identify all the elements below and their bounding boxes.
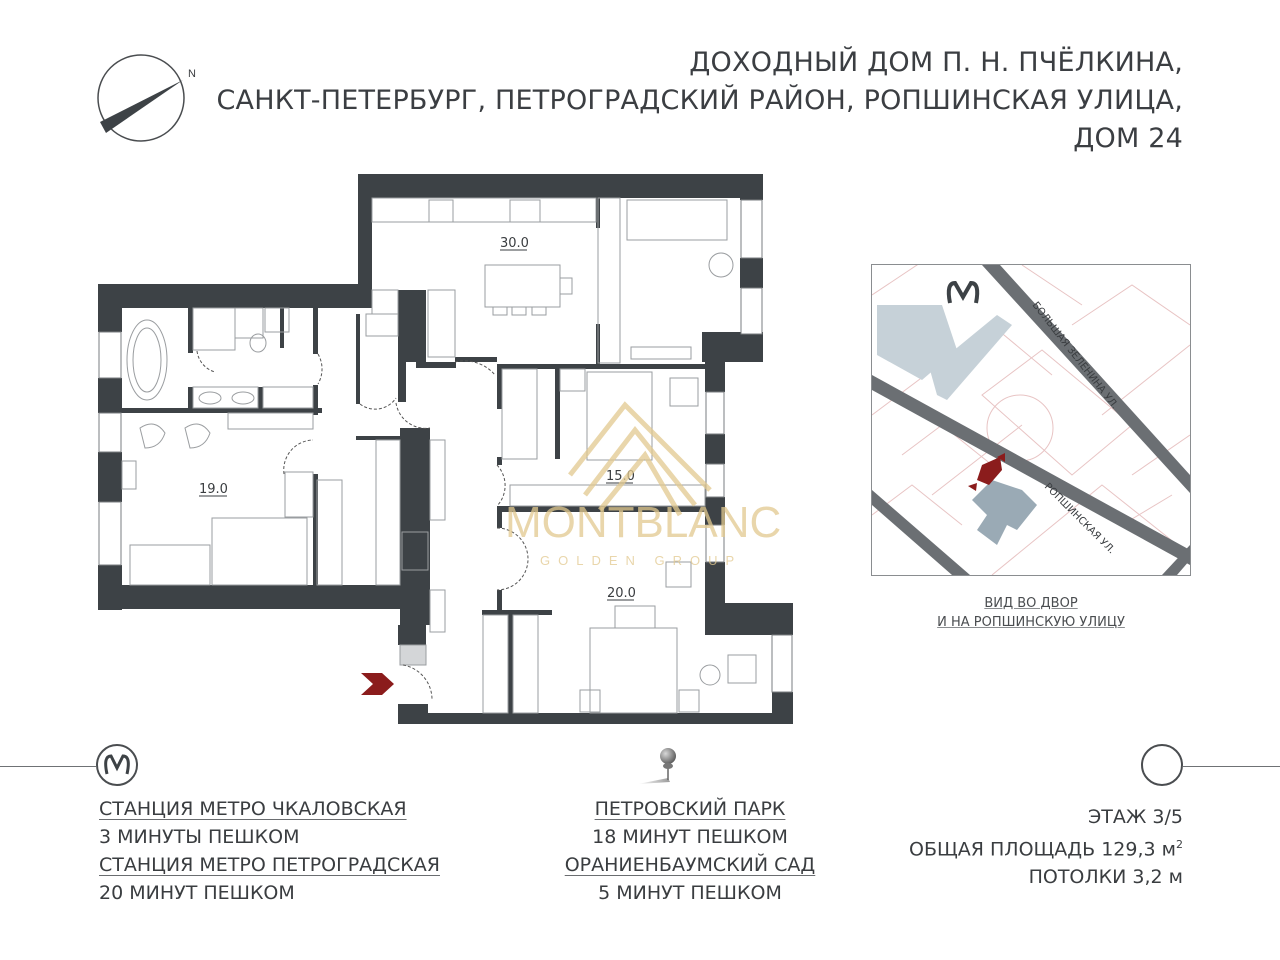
map-caption: ВИД ВО ДВОР И НА РОПШИНСКУЮ УЛИЦУ: [871, 594, 1191, 632]
metro-station-1-time: 3 МИНУТЫ ПЕШКОМ: [99, 826, 300, 848]
street-label-bolshaya-zelenina: БОЛЬШАЯ ЗЕЛЕНИНА УЛ.: [1030, 300, 1120, 411]
park-2-time: 5 МИНУТ ПЕШКОМ: [598, 882, 782, 904]
windows: [98, 199, 793, 693]
metro-station-2-time: 20 МИНУТ ПЕШКОМ: [99, 882, 295, 904]
park-1: ПЕТРОВСКИЙ ПАРК: [594, 798, 786, 820]
room-area-bedroom-middle: 15.0: [606, 469, 635, 484]
metro-icon: [96, 744, 138, 786]
info-circle-icon: [1141, 744, 1183, 786]
page-title: ДОХОДНЫЙ ДОМ П. Н. ПЧЁЛКИНА, САНКТ-ПЕТЕР…: [217, 44, 1184, 158]
compass-north-label: N: [188, 68, 196, 80]
area-unit-sup: 2: [1176, 838, 1183, 851]
furniture: [121, 197, 757, 714]
parks-info: ПЕТРОВСКИЙ ПАРК 18 МИНУТ ПЕШКОМ ОРАНИЕНБ…: [540, 795, 840, 907]
map-caption-line-1: ВИД ВО ДВОР: [984, 596, 1078, 611]
left-divider-line: [0, 766, 96, 767]
compass-icon: N: [97, 54, 196, 142]
title-line-2: САНКТ-ПЕТЕРБУРГ, ПЕТРОГРАДСКИЙ РАЙОН, РО…: [216, 85, 1183, 116]
door-swings: [196, 350, 529, 701]
location-map: БОЛЬШАЯ ЗЕЛЕНИНА УЛ. РОПШИНСКАЯ УЛ.: [871, 264, 1191, 576]
entrance-arrow-icon: [361, 673, 394, 695]
walls: [98, 174, 793, 724]
metro-station-2: СТАНЦИЯ МЕТРО ПЕТРОГРАДСКАЯ: [99, 854, 440, 876]
metro-station-1: СТАНЦИЯ МЕТРО ЧКАЛОВСКАЯ: [99, 798, 407, 820]
total-area: ОБЩАЯ ПЛОЩАДЬ 129,3 м2: [909, 831, 1183, 863]
right-divider-line: [1183, 766, 1280, 767]
floor-info: ЭТАЖ 3/5: [1088, 806, 1183, 828]
total-area-label: ОБЩАЯ ПЛОЩАДЬ 129,3 м: [908, 838, 1176, 861]
title-line-1: ДОХОДНЫЙ ДОМ П. Н. ПЧЁЛКИНА,: [689, 47, 1183, 78]
room-area-bedroom-left: 19.0: [199, 482, 228, 497]
map-metro-icon: [944, 274, 982, 312]
park-2: ОРАНИЕНБАУМСКИЙ САД: [564, 854, 816, 876]
apartment-specs: ЭТАЖ 3/5 ОБЩАЯ ПЛОЩАДЬ 129,3 м2 ПОТОЛКИ …: [909, 803, 1183, 891]
ceiling-height: ПОТОЛКИ 3,2 м: [1028, 866, 1183, 889]
transport-info: СТАНЦИЯ МЕТРО ЧКАЛОВСКАЯ 3 МИНУТЫ ПЕШКОМ…: [99, 795, 440, 907]
room-area-bedroom-bottom: 20.0: [607, 586, 636, 601]
title-line-3: ДОМ 24: [1073, 123, 1183, 154]
map-pin-icon: [638, 748, 676, 784]
room-area-kitchen-living: 30.0: [500, 236, 529, 251]
park-1-time: 18 МИНУТ ПЕШКОМ: [592, 826, 788, 848]
map-caption-line-2: И НА РОПШИНСКУЮ УЛИЦУ: [937, 615, 1125, 630]
map-graphic: БОЛЬШАЯ ЗЕЛЕНИНА УЛ. РОПШИНСКАЯ УЛ.: [872, 265, 1190, 575]
